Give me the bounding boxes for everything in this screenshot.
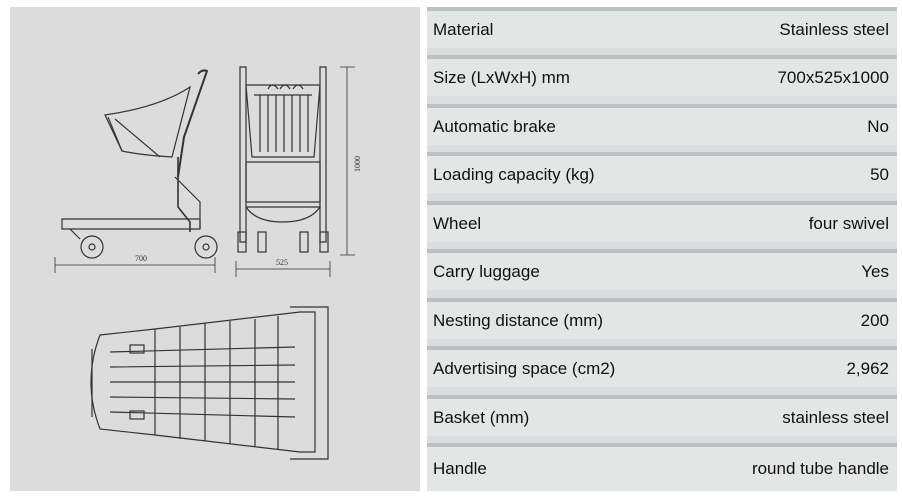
spec-row-nesting-distance: Nesting distance (mm) 200 bbox=[427, 298, 897, 339]
spec-label: Material bbox=[433, 19, 494, 39]
spec-row-advertising-space: Advertising space (cm2) 2,962 bbox=[427, 346, 897, 387]
spec-row-basket: Basket (mm) stainless steel bbox=[427, 395, 897, 436]
technical-drawing-panel: 700 525 1000 bbox=[10, 7, 420, 491]
spec-value: stainless steel bbox=[782, 407, 889, 427]
length-dimension-label: 700 bbox=[135, 254, 147, 263]
spec-label: Automatic brake bbox=[433, 116, 556, 136]
spec-row-size: Size (LxWxH) mm 700x525x1000 bbox=[427, 55, 897, 96]
spec-row-handle: Handle round tube handle bbox=[427, 443, 897, 491]
spec-label: Advertising space (cm2) bbox=[433, 358, 616, 378]
cart-front-view bbox=[235, 66, 355, 277]
spec-value: 2,962 bbox=[846, 358, 889, 378]
cart-side-view bbox=[54, 69, 218, 273]
spec-value: 50 bbox=[870, 164, 889, 184]
cart-technical-drawing: 700 525 1000 bbox=[54, 66, 362, 460]
spec-row-material: Material Stainless steel bbox=[427, 7, 897, 48]
spec-row-carry-luggage: Carry luggage Yes bbox=[427, 249, 897, 290]
spec-value: Stainless steel bbox=[779, 19, 889, 39]
spec-label: Basket (mm) bbox=[433, 407, 530, 427]
width-dimension-label: 525 bbox=[276, 258, 288, 267]
spec-row-wheel: Wheel four swivel bbox=[427, 201, 897, 242]
spec-value: 700x525x1000 bbox=[777, 67, 889, 87]
spec-label: Nesting distance (mm) bbox=[433, 310, 604, 330]
spec-value: 200 bbox=[860, 310, 889, 330]
spec-value: round tube handle bbox=[751, 459, 889, 478]
cart-top-view bbox=[90, 306, 329, 460]
spec-row-automatic-brake: Automatic brake No bbox=[427, 104, 897, 145]
specification-table: Material Stainless steel Size (LxWxH) mm… bbox=[427, 7, 897, 491]
spec-value: four swivel bbox=[808, 213, 889, 233]
spec-value: Yes bbox=[861, 261, 889, 281]
spec-label: Loading capacity (kg) bbox=[433, 164, 595, 184]
height-dimension-label: 1000 bbox=[353, 156, 362, 172]
spec-label: Size (LxWxH) mm bbox=[433, 67, 570, 87]
spec-row-loading-capacity: Loading capacity (kg) 50 bbox=[427, 152, 897, 193]
spec-label: Handle bbox=[433, 459, 487, 478]
spec-label: Carry luggage bbox=[433, 261, 540, 281]
spec-label: Wheel bbox=[433, 213, 482, 233]
spec-value: No bbox=[867, 116, 889, 136]
